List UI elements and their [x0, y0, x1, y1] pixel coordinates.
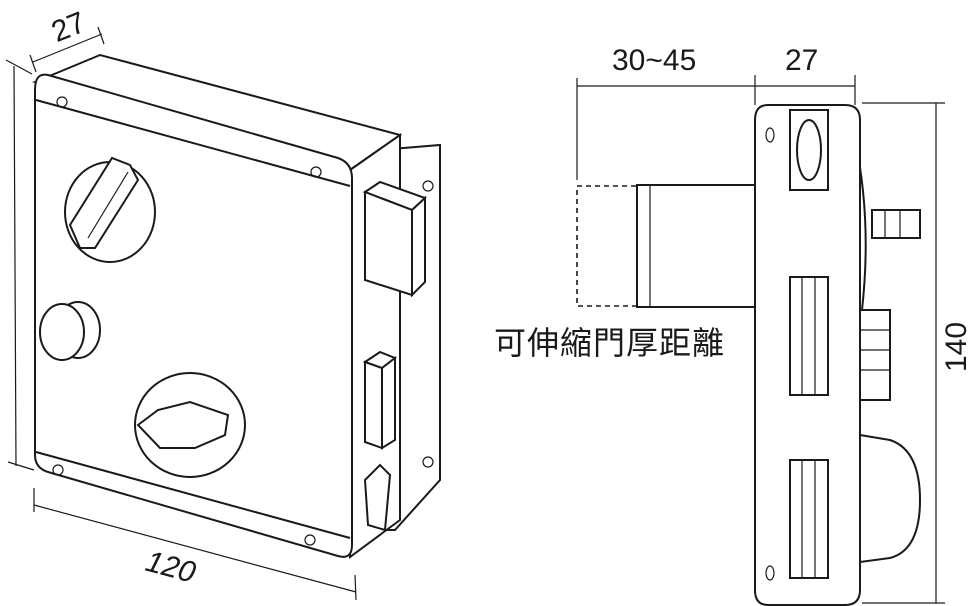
- width-label: 120: [142, 545, 199, 590]
- lock-front-view: [31, 53, 441, 559]
- adjust-range-dimension: 30~45 27: [576, 44, 856, 180]
- lock-side-view: [576, 104, 922, 606]
- door-thickness-caption: 可伸縮門厚距離: [494, 324, 726, 362]
- adjust-range-label: 30~45: [612, 44, 696, 77]
- height-label: 140: [940, 322, 969, 372]
- cylinder: [636, 184, 756, 308]
- height-dimension-left: [5, 59, 35, 471]
- small-knob: [39, 303, 85, 361]
- depth-label-side: 27: [785, 44, 818, 77]
- height-dimension-side: 140: [862, 102, 969, 604]
- depth-label-left: 27: [47, 6, 90, 49]
